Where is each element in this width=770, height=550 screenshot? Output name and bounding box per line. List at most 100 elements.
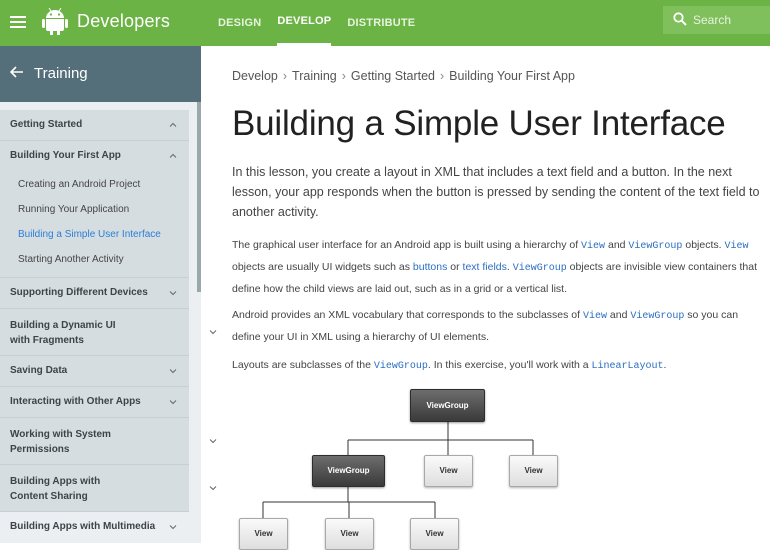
sidebar-item-label: Building a Dynamic UI with Fragments [10,320,116,346]
breadcrumb-separator: › [341,69,346,83]
sidebar-item-label: Saving Data [10,365,68,376]
sidebar-header[interactable]: Training [0,46,201,102]
diagram-node-view: View [424,455,473,487]
sidebar-item-label: Working with System Permissions [10,429,111,455]
breadcrumb-getting-started[interactable]: Getting Started [350,69,435,83]
divider [0,464,189,465]
divider [0,386,189,387]
text: and [605,239,629,251]
brand-title[interactable]: Developers [77,11,171,31]
code-link-viewgroup[interactable]: ViewGroup [373,361,428,372]
tab-distribute[interactable]: DISTRIBUTE [347,17,416,29]
code-link-view[interactable]: View [724,241,749,252]
breadcrumb-training[interactable]: Training [292,69,337,83]
paragraph-view-hierarchy: The graphical user interface for an Andr… [232,235,767,299]
text: Android provides an XML vocabulary that … [232,309,583,321]
diagram-node-view: View [509,455,558,487]
breadcrumb-separator: › [282,69,288,83]
text: Layouts are subclasses of the [232,359,374,371]
search-icon [673,12,687,26]
sidebar-item-getting-started[interactable]: Getting Started [0,110,189,140]
sidebar-item-label: Supporting Different Devices [10,287,148,298]
divider [0,355,189,356]
divider [0,140,189,141]
text: or [447,261,463,273]
text: The graphical user interface for an Andr… [232,239,582,251]
chevron-down-icon [169,291,177,296]
top-nav: DESIGN DEVELOP DISTRIBUTE [218,0,431,46]
sidebar-item-other-apps[interactable]: Interacting with Other Apps [0,387,189,417]
sidebar-item-creating-project[interactable]: Creating an Android Project [18,179,141,190]
breadcrumb: Develop › Training › Getting Started › Buildin… [232,69,575,83]
code-link-view[interactable]: View [582,311,607,322]
sidebar-item-dynamic-ui[interactable]: Building a Dynamic UI with Fragments [0,309,217,355]
chevron-up-icon [169,153,177,158]
sidebar-item-building-first-app[interactable]: Building Your First App [0,141,189,171]
code-link-viewgroup[interactable]: ViewGroup [628,241,683,252]
link-text-fields[interactable]: text fields [462,261,507,273]
breadcrumb-separator: › [440,69,445,83]
code-link-viewgroup[interactable]: ViewGroup [512,263,567,274]
diagram-connectors [262,422,534,518]
menu-icon[interactable] [10,13,26,29]
intro-paragraph: In this lesson, you create a layout in X… [232,165,760,219]
sidebar-item-multimedia[interactable]: Building Apps with Multimedia [0,512,189,542]
code-link-linearlayout[interactable]: LinearLayout [591,361,664,372]
chevron-down-icon [169,525,177,530]
search-box[interactable] [663,6,770,34]
sidebar-item-permissions[interactable]: Working with System Permissions [0,418,217,464]
diagram-node-viewgroup: ViewGroup [312,455,385,487]
sidebar-item-label: Getting Started [10,119,83,130]
text: . In this exercise, you'll work with a [427,359,592,371]
view-hierarchy-diagram: ViewGroup ViewGroup View View View View … [232,385,770,550]
nav-group-getting-started: Getting Started Building Your First App … [0,110,217,511]
top-app-bar: Developers DESIGN DEVELOP DISTRIBUTE [0,0,770,46]
tab-design[interactable]: DESIGN [218,17,262,29]
diagram-node-view: View [239,518,288,550]
link-buttons[interactable]: buttons [412,261,448,273]
sidebar-item-label: Building Your First App [10,150,121,161]
sidebar-item-starting-activity[interactable]: Starting Another Activity [18,254,124,265]
back-arrow-icon[interactable] [10,66,24,78]
sidebar-scrollbar[interactable] [197,102,201,292]
sidebar: Training Getting Started Building Your F… [0,46,217,543]
diagram-node-view: View [325,518,374,550]
tab-develop[interactable]: DEVELOP [277,0,332,46]
text: . [663,359,667,371]
sidebar-item-running-app[interactable]: Running Your Application [18,204,130,215]
divider [0,308,189,309]
sidebar-item-simple-ui[interactable]: Building a Simple User Interface [18,229,161,240]
divider [0,511,189,512]
page-title: Building a Simple User Interface [232,104,726,143]
chevron-down-icon [169,400,177,405]
chevron-down-icon [209,330,217,335]
sidebar-title: Training [34,65,88,82]
search-input[interactable] [691,12,770,28]
chevron-up-icon [169,122,177,127]
divider [0,417,189,418]
sidebar-nav: Getting Started Building Your First App … [0,110,217,542]
sidebar-item-saving-data[interactable]: Saving Data [0,356,189,386]
diagram-node-view: View [410,518,459,550]
breadcrumb-develop[interactable]: Develop [232,69,278,83]
sidebar-item-label: Building Apps with Multimedia [10,521,156,532]
paragraph-layouts: Layouts are subclasses of the ViewGroup.… [232,355,767,377]
diagram-node-root-viewgroup: ViewGroup [410,389,485,422]
text: so you can define your UI in XML using a… [232,309,739,343]
android-logo-icon[interactable] [42,8,68,36]
code-link-viewgroup[interactable]: ViewGroup [630,311,685,322]
text: objects are invisible view containers th… [232,261,758,295]
breadcrumb-first-app[interactable]: Building Your First App [449,69,575,83]
code-link-view[interactable]: View [581,241,606,252]
chevron-down-icon [209,439,217,444]
text: objects. [682,239,725,251]
text: objects are usually UI widgets such as [232,261,413,273]
sidebar-item-content-sharing[interactable]: Building Apps with Content Sharing [0,465,217,511]
paragraph-xml-vocabulary: Android provides an XML vocabulary that … [232,305,767,347]
text: . [506,261,513,273]
sidebar-item-supporting-devices[interactable]: Supporting Different Devices [0,278,189,308]
sidebar-item-label: Building Apps with Content Sharing [10,476,101,502]
divider [0,277,189,278]
text: and [607,309,631,321]
sidebar-item-label: Interacting with Other Apps [10,396,141,407]
